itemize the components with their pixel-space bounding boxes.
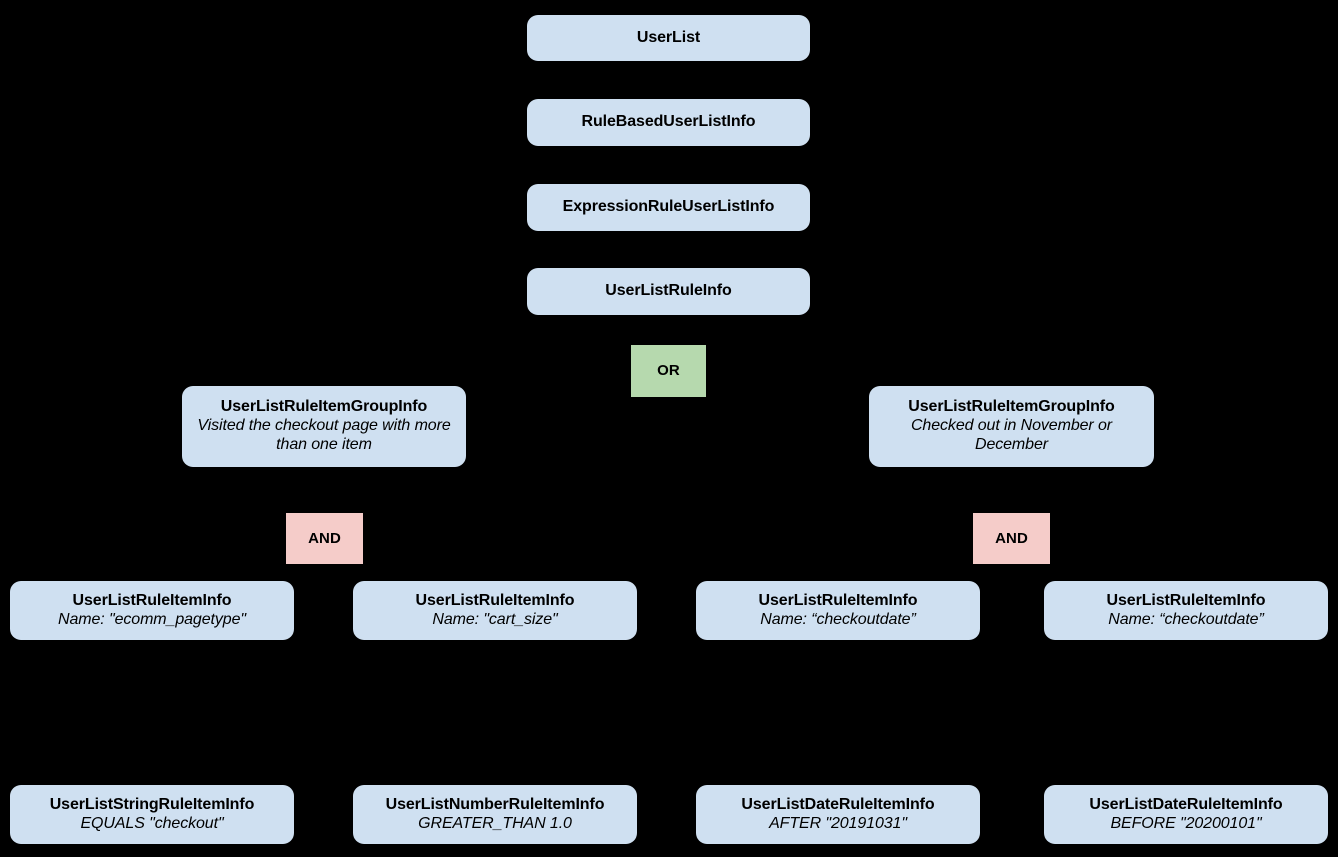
node-subtitle: Visited the checkout page with more than… xyxy=(197,417,451,453)
node-title: ExpressionRuleUserListInfo xyxy=(562,198,775,216)
node-subtitle: AFTER "20191031" xyxy=(769,814,907,832)
node-rule-item-3[interactable]: UserListRuleItemInfo Name: “checkoutdate… xyxy=(696,581,980,640)
node-subtitle: BEFORE "20200101" xyxy=(1110,814,1262,832)
node-title: UserListRuleInfo xyxy=(605,282,732,300)
node-subtitle: Name: "ecomm_pagetype" xyxy=(58,610,246,628)
node-title: RuleBasedUserListInfo xyxy=(581,113,756,131)
node-rule-item-1[interactable]: UserListRuleItemInfo Name: "ecomm_pagety… xyxy=(10,581,294,640)
node-title: UserListRuleItemInfo xyxy=(415,591,575,609)
operator-label: AND xyxy=(308,529,341,547)
node-title: UserListRuleItemGroupInfo xyxy=(220,398,428,416)
node-title: UserListRuleItemGroupInfo xyxy=(908,398,1115,416)
node-title: UserListDateRuleItemInfo xyxy=(741,795,935,813)
node-rule-item-2[interactable]: UserListRuleItemInfo Name: "cart_size" xyxy=(353,581,637,640)
operator-and-left[interactable]: AND xyxy=(286,513,363,564)
node-title: UserListRuleItemInfo xyxy=(72,591,232,609)
node-title: UserListRuleItemInfo xyxy=(1106,591,1266,609)
node-rule-item-4[interactable]: UserListRuleItemInfo Name: “checkoutdate… xyxy=(1044,581,1328,640)
node-group-left[interactable]: UserListRuleItemGroupInfo Visited the ch… xyxy=(182,386,466,467)
edge-group-right-to-item4 xyxy=(1089,466,1189,580)
node-leaf-date-rule-before[interactable]: UserListDateRuleItemInfo BEFORE "2020010… xyxy=(1044,785,1328,844)
node-user-list[interactable]: UserList xyxy=(527,15,810,61)
node-subtitle: Name: “checkoutdate” xyxy=(760,610,916,628)
node-title: UserList xyxy=(636,28,701,46)
edge-group-left-to-item2 xyxy=(399,466,498,580)
node-title: UserListDateRuleItemInfo xyxy=(1089,795,1283,813)
node-subtitle: EQUALS "checkout" xyxy=(80,814,224,832)
node-leaf-string-rule[interactable]: UserListStringRuleItemInfo EQUALS "check… xyxy=(10,785,294,844)
operator-and-right[interactable]: AND xyxy=(973,513,1050,564)
edge-group-right-to-item3 xyxy=(837,466,941,580)
node-title: UserListRuleItemInfo xyxy=(758,591,918,609)
node-leaf-number-rule[interactable]: UserListNumberRuleItemInfo GREATER_THAN … xyxy=(353,785,637,844)
node-subtitle: Name: “checkoutdate” xyxy=(1108,610,1264,628)
operator-label: AND xyxy=(995,529,1028,547)
operator-or[interactable]: OR xyxy=(631,345,706,397)
node-subtitle: GREATER_THAN 1.0 xyxy=(418,814,572,832)
node-title: UserListNumberRuleItemInfo xyxy=(385,795,605,813)
node-title: UserListStringRuleItemInfo xyxy=(49,795,255,813)
node-leaf-date-rule-after[interactable]: UserListDateRuleItemInfo AFTER "20191031… xyxy=(696,785,980,844)
node-rule-based-user-list-info[interactable]: RuleBasedUserListInfo xyxy=(527,99,810,146)
node-subtitle: Checked out in November or December xyxy=(910,417,1113,453)
edge-group-left-to-item1 xyxy=(149,466,251,580)
node-subtitle: Name: "cart_size" xyxy=(432,610,558,628)
node-expression-rule-user-list-info[interactable]: ExpressionRuleUserListInfo xyxy=(527,184,810,231)
operator-label: OR xyxy=(657,362,680,380)
node-user-list-rule-info[interactable]: UserListRuleInfo xyxy=(527,268,810,315)
node-group-right[interactable]: UserListRuleItemGroupInfo Checked out in… xyxy=(869,386,1154,467)
